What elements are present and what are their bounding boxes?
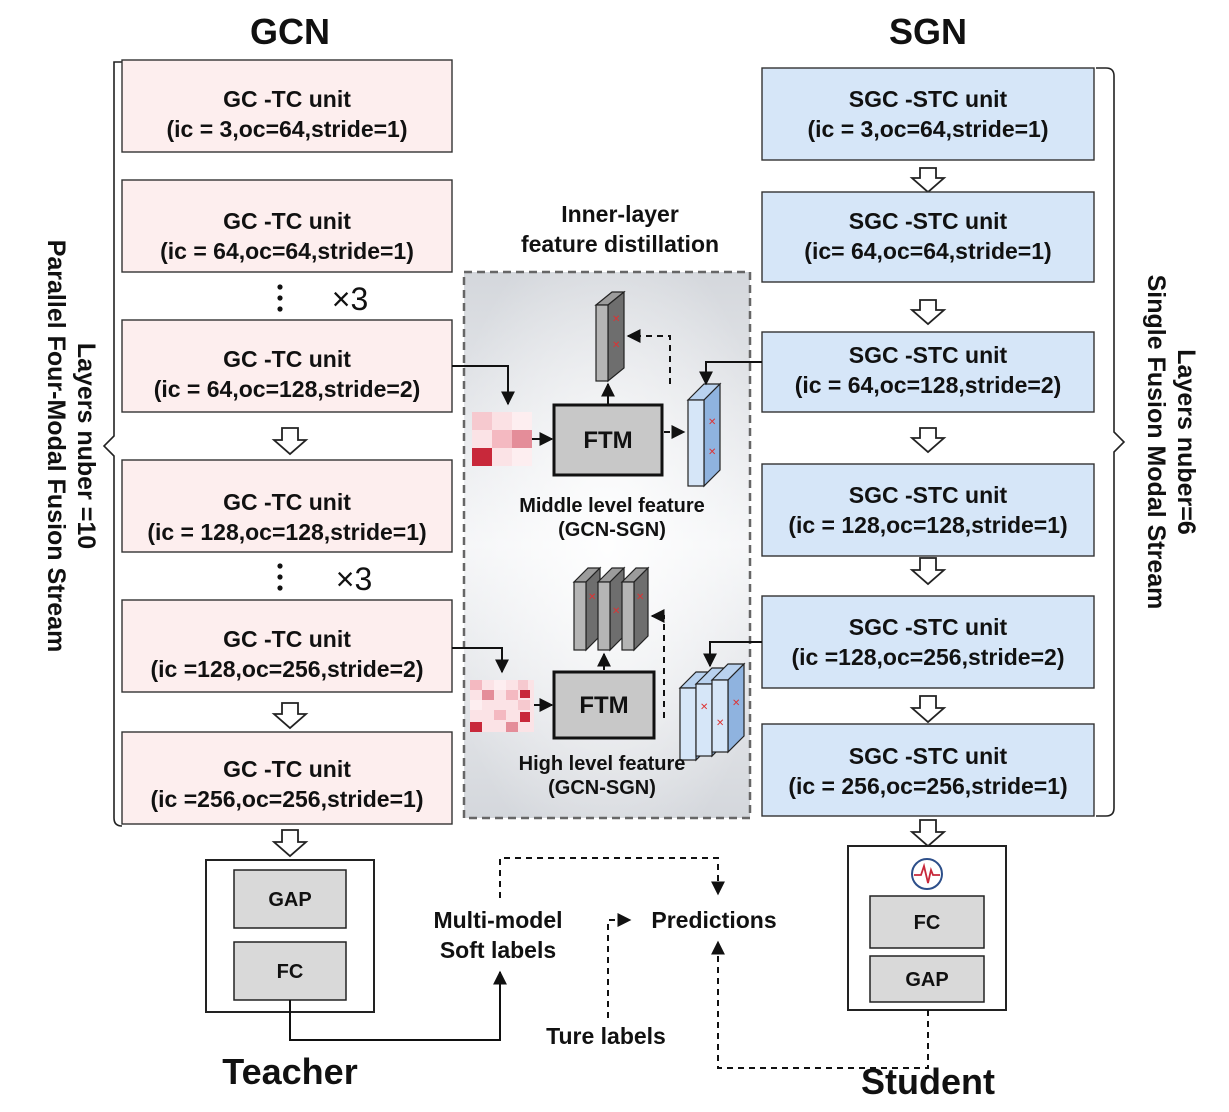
- svg-text:✕: ✕: [612, 340, 620, 351]
- svg-text:✕: ✕: [612, 606, 620, 617]
- svg-text:✕: ✕: [636, 592, 644, 603]
- down-arrow-icon: [271, 427, 309, 456]
- down-arrow-icon: [909, 819, 947, 848]
- svg-text:✕: ✕: [716, 718, 724, 729]
- gcn-repeat-1: ×3: [277, 281, 368, 317]
- svg-text:Single Fusion Modal Stream: Single Fusion Modal Stream: [1142, 275, 1170, 610]
- sgn-layers-brace: [1096, 67, 1126, 817]
- sgn-title: SGN: [889, 11, 967, 52]
- middle-level-sub: (GCN-SGN): [558, 519, 666, 541]
- svg-text:(ic = 256,oc=256,stride=1): (ic = 256,oc=256,stride=1): [788, 773, 1067, 799]
- ftm-middle: FTM: [552, 403, 664, 477]
- gcn-unit-2: GC -TC unit (ic = 64,oc=64,stride=1): [121, 179, 453, 273]
- student-fc: FC: [914, 912, 941, 934]
- student-head: FC GAP: [847, 845, 1007, 1011]
- high-feature-heatmap: [470, 680, 534, 732]
- svg-text:(ic = 3,oc=64,stride=1): (ic = 3,oc=64,stride=1): [808, 116, 1049, 142]
- down-arrow-icon: [909, 557, 947, 586]
- sgn-unit-1: SGC -STC unit (ic = 3,oc=64,stride=1): [761, 67, 1095, 161]
- gcn-layers-brace: [102, 61, 123, 827]
- sgn-brace-label: Layers nuber=6 Single Fusion Modal Strea…: [1142, 275, 1200, 610]
- middle-level-label: Middle level feature: [519, 495, 705, 517]
- svg-text:(ic = 64,oc=128,stride=2): (ic = 64,oc=128,stride=2): [795, 372, 1062, 398]
- down-arrow-icon: [909, 427, 947, 454]
- gcn-unit-4: GC -TC unit (ic = 128,oc=128,stride=1): [121, 459, 453, 553]
- svg-text:(ic = 128,oc=128,stride=1): (ic = 128,oc=128,stride=1): [788, 512, 1067, 538]
- sgn-unit-5: SGC -STC unit (ic =128,oc=256,stride=2): [761, 595, 1095, 689]
- svg-text:FTM: FTM: [583, 427, 632, 454]
- ftm-high: FTM: [552, 670, 656, 740]
- svg-text:✕: ✕: [732, 698, 740, 709]
- sgn-unit-2: SGC -STC unit (ic= 64,oc=64,stride=1): [761, 191, 1095, 283]
- svg-text:GC -TC unit: GC -TC unit: [223, 756, 351, 782]
- gcn-unit-5: GC -TC unit (ic =128,oc=256,stride=2): [121, 599, 453, 693]
- down-arrow-icon: [909, 299, 947, 326]
- svg-text:SGC -STC unit: SGC -STC unit: [849, 342, 1008, 368]
- svg-text:FTM: FTM: [579, 692, 628, 719]
- true-labels-label: Ture labels: [546, 1023, 666, 1049]
- svg-text:✕: ✕: [588, 592, 596, 603]
- down-arrow-icon: [271, 702, 309, 730]
- svg-text:(ic = 64,oc=64,stride=1): (ic = 64,oc=64,stride=1): [160, 238, 414, 264]
- pulse-icon: [911, 858, 943, 890]
- teacher-fc: FC: [277, 961, 304, 983]
- svg-text:GC -TC unit: GC -TC unit: [223, 626, 351, 652]
- svg-text:✕: ✕: [708, 417, 716, 428]
- svg-text:(ic = 3,oc=64,stride=1): (ic = 3,oc=64,stride=1): [167, 116, 408, 142]
- teacher-label: Teacher: [222, 1051, 357, 1092]
- soft-labels-line1: Multi-model: [433, 907, 562, 933]
- svg-text:(ic= 64,oc=64,stride=1): (ic= 64,oc=64,stride=1): [804, 238, 1051, 264]
- down-arrow-icon: [909, 695, 947, 724]
- student-gap: GAP: [905, 969, 948, 991]
- middle-output-featuremap: ✕ ✕: [594, 290, 626, 383]
- sgn-unit-4: SGC -STC unit (ic = 128,oc=128,stride=1): [761, 463, 1095, 557]
- down-arrow-icon: [271, 829, 309, 858]
- svg-text:(ic = 128,oc=128,stride=1): (ic = 128,oc=128,stride=1): [147, 519, 426, 545]
- gcn-brace-label: Layers nuber =10 Parallel Four-Modal Fus…: [42, 240, 100, 653]
- high-level-sub: (GCN-SGN): [548, 777, 656, 799]
- middle-sgn-featuremap: ✕ ✕: [686, 382, 722, 488]
- down-arrow-icon: [909, 167, 947, 194]
- svg-text:(ic = 64,oc=128,stride=2): (ic = 64,oc=128,stride=2): [154, 376, 421, 402]
- svg-text:✕: ✕: [700, 702, 708, 713]
- svg-text:(ic =128,oc=256,stride=2): (ic =128,oc=256,stride=2): [151, 656, 424, 682]
- svg-text:Layers nuber =10: Layers nuber =10: [72, 343, 100, 549]
- teacher-gap: GAP: [268, 889, 311, 911]
- svg-text:SGC -STC unit: SGC -STC unit: [849, 86, 1008, 112]
- distill-title: Inner-layer: [561, 201, 679, 227]
- svg-text:SGC -STC unit: SGC -STC unit: [849, 614, 1008, 640]
- gcn-unit-1: GC -TC unit (ic = 3,oc=64,stride=1): [121, 59, 453, 153]
- gcn-unit-3: GC -TC unit (ic = 64,oc=128,stride=2): [121, 319, 453, 413]
- svg-text:×3: ×3: [336, 561, 372, 597]
- gcn-unit-6: GC -TC unit (ic =256,oc=256,stride=1): [121, 731, 453, 825]
- svg-text:GC -TC unit: GC -TC unit: [223, 86, 351, 112]
- svg-text:SGC -STC unit: SGC -STC unit: [849, 208, 1008, 234]
- svg-text:✕: ✕: [612, 314, 620, 325]
- svg-text:Parallel Four-Modal Fusion Str: Parallel Four-Modal Fusion Stream: [42, 240, 70, 653]
- svg-text:✕: ✕: [708, 447, 716, 458]
- svg-text:SGC -STC unit: SGC -STC unit: [849, 743, 1008, 769]
- svg-text:Layers nuber=6: Layers nuber=6: [1172, 349, 1200, 535]
- svg-text:GC -TC unit: GC -TC unit: [223, 489, 351, 515]
- high-level-label: High level feature: [519, 753, 686, 775]
- soft-labels-line2: Soft labels: [440, 937, 556, 963]
- teacher-head: GAP FC: [205, 859, 375, 1013]
- high-output-featuremaps: ✕ ✕ ✕: [572, 566, 650, 652]
- middle-feature-heatmap: [472, 412, 532, 466]
- distill-title-line2: feature distillation: [521, 231, 719, 257]
- svg-text:GC -TC unit: GC -TC unit: [223, 346, 351, 372]
- svg-text:×3: ×3: [332, 281, 368, 317]
- high-sgn-featuremaps: ✕ ✕ ✕: [678, 662, 746, 762]
- gcn-title: GCN: [250, 11, 330, 52]
- svg-text:(ic =128,oc=256,stride=2): (ic =128,oc=256,stride=2): [792, 644, 1065, 670]
- predictions-label: Predictions: [651, 907, 776, 933]
- svg-text:SGC -STC unit: SGC -STC unit: [849, 482, 1008, 508]
- svg-text:(ic =256,oc=256,stride=1): (ic =256,oc=256,stride=1): [151, 786, 424, 812]
- svg-text:GC -TC unit: GC -TC unit: [223, 208, 351, 234]
- sgn-unit-6: SGC -STC unit (ic = 256,oc=256,stride=1): [761, 723, 1095, 817]
- gcn-repeat-2: ×3: [277, 561, 372, 597]
- sgn-unit-3: SGC -STC unit (ic = 64,oc=128,stride=2): [761, 331, 1095, 413]
